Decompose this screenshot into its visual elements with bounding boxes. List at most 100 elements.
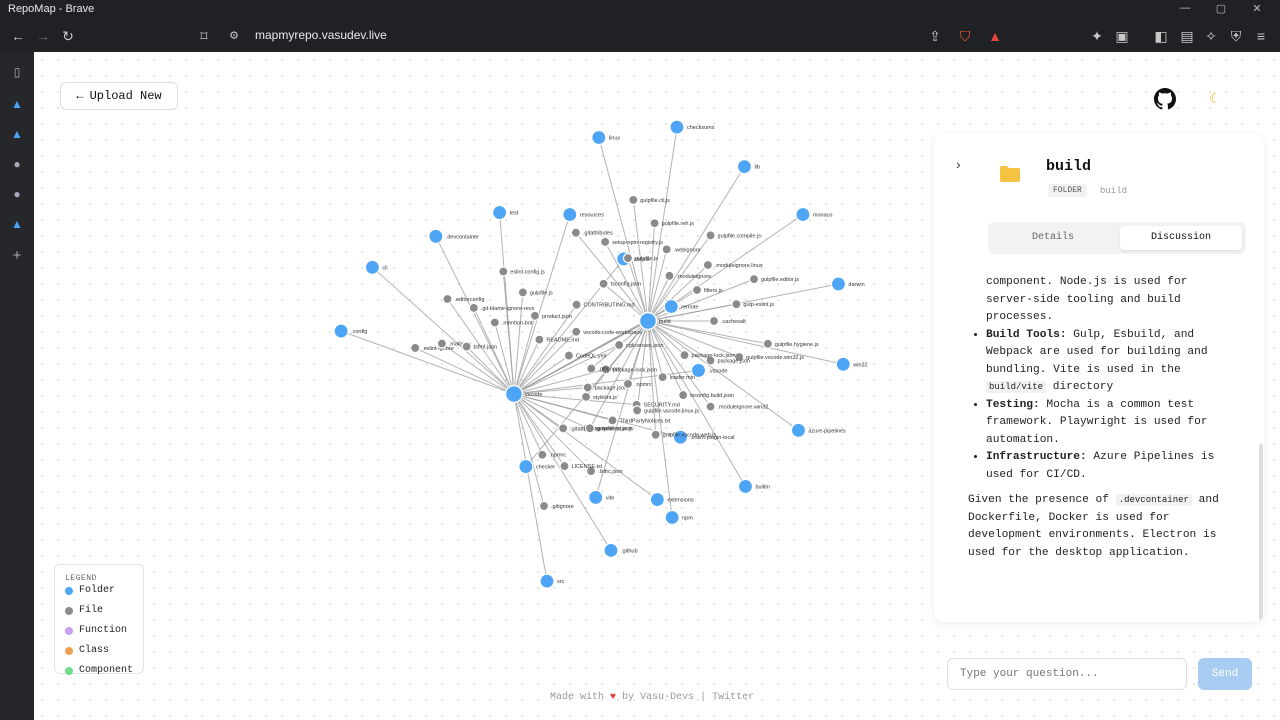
theme-toggle-moon-icon[interactable]: ☾	[1209, 90, 1222, 106]
minimize-icon[interactable]: —	[1179, 2, 1191, 14]
graph-folder-node[interactable]	[669, 119, 685, 135]
github-shortcut-icon[interactable]: ●	[13, 157, 21, 171]
upload-new-button[interactable]: ← Upload New	[60, 82, 178, 110]
graph-file-node[interactable]	[586, 363, 597, 374]
graph-folder-node[interactable]	[364, 259, 380, 275]
graph-folder-node[interactable]	[830, 276, 847, 292]
graph-folder-node[interactable]	[736, 159, 753, 175]
graph-file-node[interactable]	[410, 342, 421, 354]
extensions-icon[interactable]: ✦	[1091, 28, 1103, 44]
graph-folder-node[interactable]	[603, 542, 619, 558]
screenshot-icon[interactable]: ▣	[1115, 28, 1129, 44]
graph-file-node[interactable]	[537, 449, 548, 460]
graph-file-node[interactable]	[664, 270, 675, 281]
graph-file-node[interactable]	[571, 299, 582, 310]
graph-folder-node[interactable]	[663, 298, 679, 315]
graph-file-node[interactable]	[538, 500, 550, 512]
graph-file-node[interactable]	[598, 278, 609, 289]
graph-folder-node[interactable]	[672, 429, 689, 445]
graph-folder-node[interactable]	[649, 491, 665, 508]
graph-file-node[interactable]	[559, 460, 570, 472]
graph-file-node[interactable]	[632, 405, 643, 416]
forward-icon[interactable]: →	[36, 28, 50, 44]
graph-file-node[interactable]	[436, 338, 448, 349]
graph-file-node[interactable]	[498, 266, 509, 277]
tab-discussion[interactable]: Discussion	[1120, 226, 1242, 250]
graph-file-node[interactable]	[600, 236, 611, 247]
graph-folder-node[interactable]	[518, 458, 534, 475]
graph-file-node[interactable]	[734, 351, 745, 363]
graph-folder-node[interactable]	[591, 129, 607, 146]
menu-icon[interactable]: ≡	[1256, 28, 1266, 44]
bookmark-icon[interactable]: ⌑	[200, 28, 208, 44]
graph-file-node[interactable]	[468, 302, 479, 314]
graph-file-node[interactable]	[691, 284, 703, 296]
graph-folder-node[interactable]	[835, 356, 851, 372]
graph-folder-node[interactable]	[795, 206, 811, 223]
graph-file-node[interactable]	[489, 317, 500, 328]
share-icon[interactable]: ⇪	[929, 28, 941, 44]
graph-folder-node[interactable]	[588, 489, 604, 506]
graph-file-node[interactable]	[661, 244, 672, 255]
graph-file-node[interactable]	[607, 415, 618, 426]
graph-folder-node[interactable]	[790, 422, 807, 438]
github-icon[interactable]	[1154, 88, 1176, 110]
graph-file-node[interactable]	[650, 429, 661, 440]
graph-folder-node[interactable]	[562, 206, 578, 223]
footer-credit-link[interactable]: by Vasu-Devs | Twitter	[622, 692, 755, 703]
graph-file-node[interactable]	[517, 287, 528, 298]
tab-details[interactable]: Details	[1031, 232, 1074, 243]
graph-file-node[interactable]	[705, 401, 716, 412]
leo-ai-icon[interactable]: ✧	[1205, 28, 1217, 44]
graph-folder-node[interactable]	[491, 204, 508, 221]
graph-file-node[interactable]	[534, 334, 545, 345]
brave-shield-icon[interactable]: ⛉	[959, 28, 971, 44]
app-shortcut-icon[interactable]: ▲	[11, 127, 23, 141]
app-shortcut-icon[interactable]: ▲	[11, 97, 23, 111]
sidebar-toggle-icon[interactable]: ◧	[1154, 28, 1168, 44]
graph-file-node[interactable]	[628, 194, 639, 205]
collapse-chevron-icon[interactable]: ›	[956, 156, 961, 172]
graph-file-node[interactable]	[585, 465, 597, 477]
graph-file-node[interactable]	[705, 230, 716, 241]
graph-file-node[interactable]	[622, 378, 634, 389]
app-shortcut-icon[interactable]: ▲	[11, 217, 23, 231]
panel-scrollbar[interactable]	[1259, 444, 1263, 622]
graph-file-node[interactable]	[600, 364, 611, 375]
add-icon[interactable]: +	[12, 247, 22, 264]
graph-file-node[interactable]	[678, 389, 689, 401]
graph-file-node[interactable]	[529, 310, 541, 321]
github-shortcut-icon[interactable]: ●	[13, 187, 21, 201]
graph-file-node[interactable]	[614, 339, 625, 351]
graph-file-node[interactable]	[442, 293, 453, 305]
graph-file-node[interactable]	[570, 227, 582, 238]
close-icon[interactable]: ✕	[1252, 3, 1262, 15]
question-input[interactable]	[947, 658, 1187, 690]
graph-hub-node[interactable]	[504, 384, 524, 404]
graph-file-node[interactable]	[649, 218, 660, 229]
send-button[interactable]: Send	[1198, 658, 1252, 690]
panel-icon[interactable]: ▯	[13, 65, 21, 79]
graph-folder-node[interactable]	[690, 362, 707, 379]
graph-file-node[interactable]	[622, 253, 634, 264]
graph-file-node[interactable]	[461, 341, 472, 352]
graph-folder-node[interactable]	[664, 509, 680, 526]
graph-file-node[interactable]	[762, 338, 773, 349]
graph-file-node[interactable]	[708, 315, 720, 327]
graph-folder-node[interactable]	[333, 323, 349, 339]
graph-folder-node[interactable]	[737, 478, 754, 495]
graph-file-node[interactable]	[558, 423, 569, 434]
vpn-icon[interactable]: ⛨	[1230, 28, 1242, 44]
graph-file-node[interactable]	[679, 350, 690, 361]
graph-hub-node[interactable]	[638, 311, 658, 331]
back-icon[interactable]: ←	[11, 28, 25, 44]
maximize-icon[interactable]: ▢	[1215, 3, 1227, 15]
graph-file-node[interactable]	[657, 372, 668, 383]
graph-file-node[interactable]	[571, 326, 582, 337]
graph-folder-node[interactable]	[428, 228, 444, 244]
site-info-icon[interactable]: ⚙	[229, 30, 239, 42]
graph-file-node[interactable]	[584, 423, 595, 434]
graph-file-node[interactable]	[748, 274, 760, 285]
graph-folder-node[interactable]	[539, 573, 555, 589]
